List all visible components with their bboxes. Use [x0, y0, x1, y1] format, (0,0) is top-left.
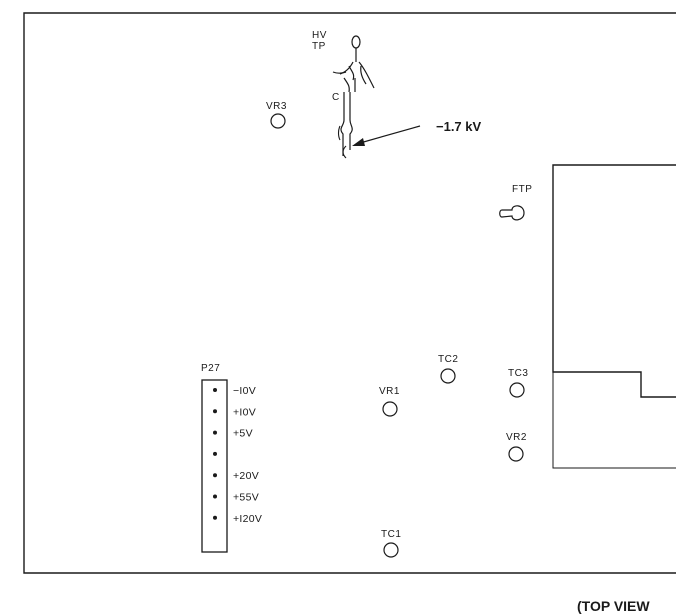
tc2-label: TC2 [438, 354, 458, 365]
vr1-test-point [382, 401, 398, 417]
tc3-test-point [509, 382, 525, 398]
vr1-label: VR1 [379, 386, 400, 397]
shield-module-upper [552, 164, 676, 398]
connector-pin [213, 409, 217, 414]
tc1-test-point [383, 542, 399, 558]
connector-pin [213, 451, 217, 456]
connector-pin-label: +20V [233, 470, 259, 482]
connector-pin-label: +55V [233, 492, 259, 504]
connector-pin-label: +I0V [233, 406, 256, 418]
tc1-label: TC1 [381, 529, 401, 540]
board-outline [23, 12, 676, 574]
connector-pin [213, 515, 217, 520]
connector-pin-label: −I0V [233, 385, 256, 397]
connector-pin [213, 473, 217, 478]
vr3-label: VR3 [266, 101, 287, 112]
voltage-arrow-line [359, 125, 421, 144]
ftp-label: FTP [512, 184, 532, 195]
hv-test-point [332, 35, 375, 159]
hv-tp-label-line2: TP [312, 41, 326, 52]
vr2-test-point [508, 446, 524, 462]
voltage-arrow-head [352, 138, 365, 146]
hv-tp-label-line1: HV [312, 30, 327, 41]
connector-body [201, 379, 228, 553]
tc2-test-point [440, 368, 456, 384]
connector-pin [213, 494, 217, 499]
tc3-label: TC3 [508, 368, 528, 379]
connector-pin-label: +I20V [233, 513, 262, 525]
connector-name: P27 [201, 363, 220, 374]
shield-module-lower [552, 372, 676, 469]
connector-pin-label: +5V [233, 428, 253, 440]
hv-voltage-label: −1.7 kV [436, 119, 482, 134]
vr2-label: VR2 [506, 432, 527, 443]
connector-pin [213, 430, 217, 435]
connector-pins: −I0V +I0V +5V +20V +55V +I20V [213, 385, 262, 525]
hv-misc-mark: C [332, 92, 340, 103]
vr3-test-point [270, 113, 286, 129]
view-caption: (TOP VIEW [577, 598, 650, 614]
connector-pin [213, 388, 217, 392]
ftp-test-point [499, 205, 525, 221]
